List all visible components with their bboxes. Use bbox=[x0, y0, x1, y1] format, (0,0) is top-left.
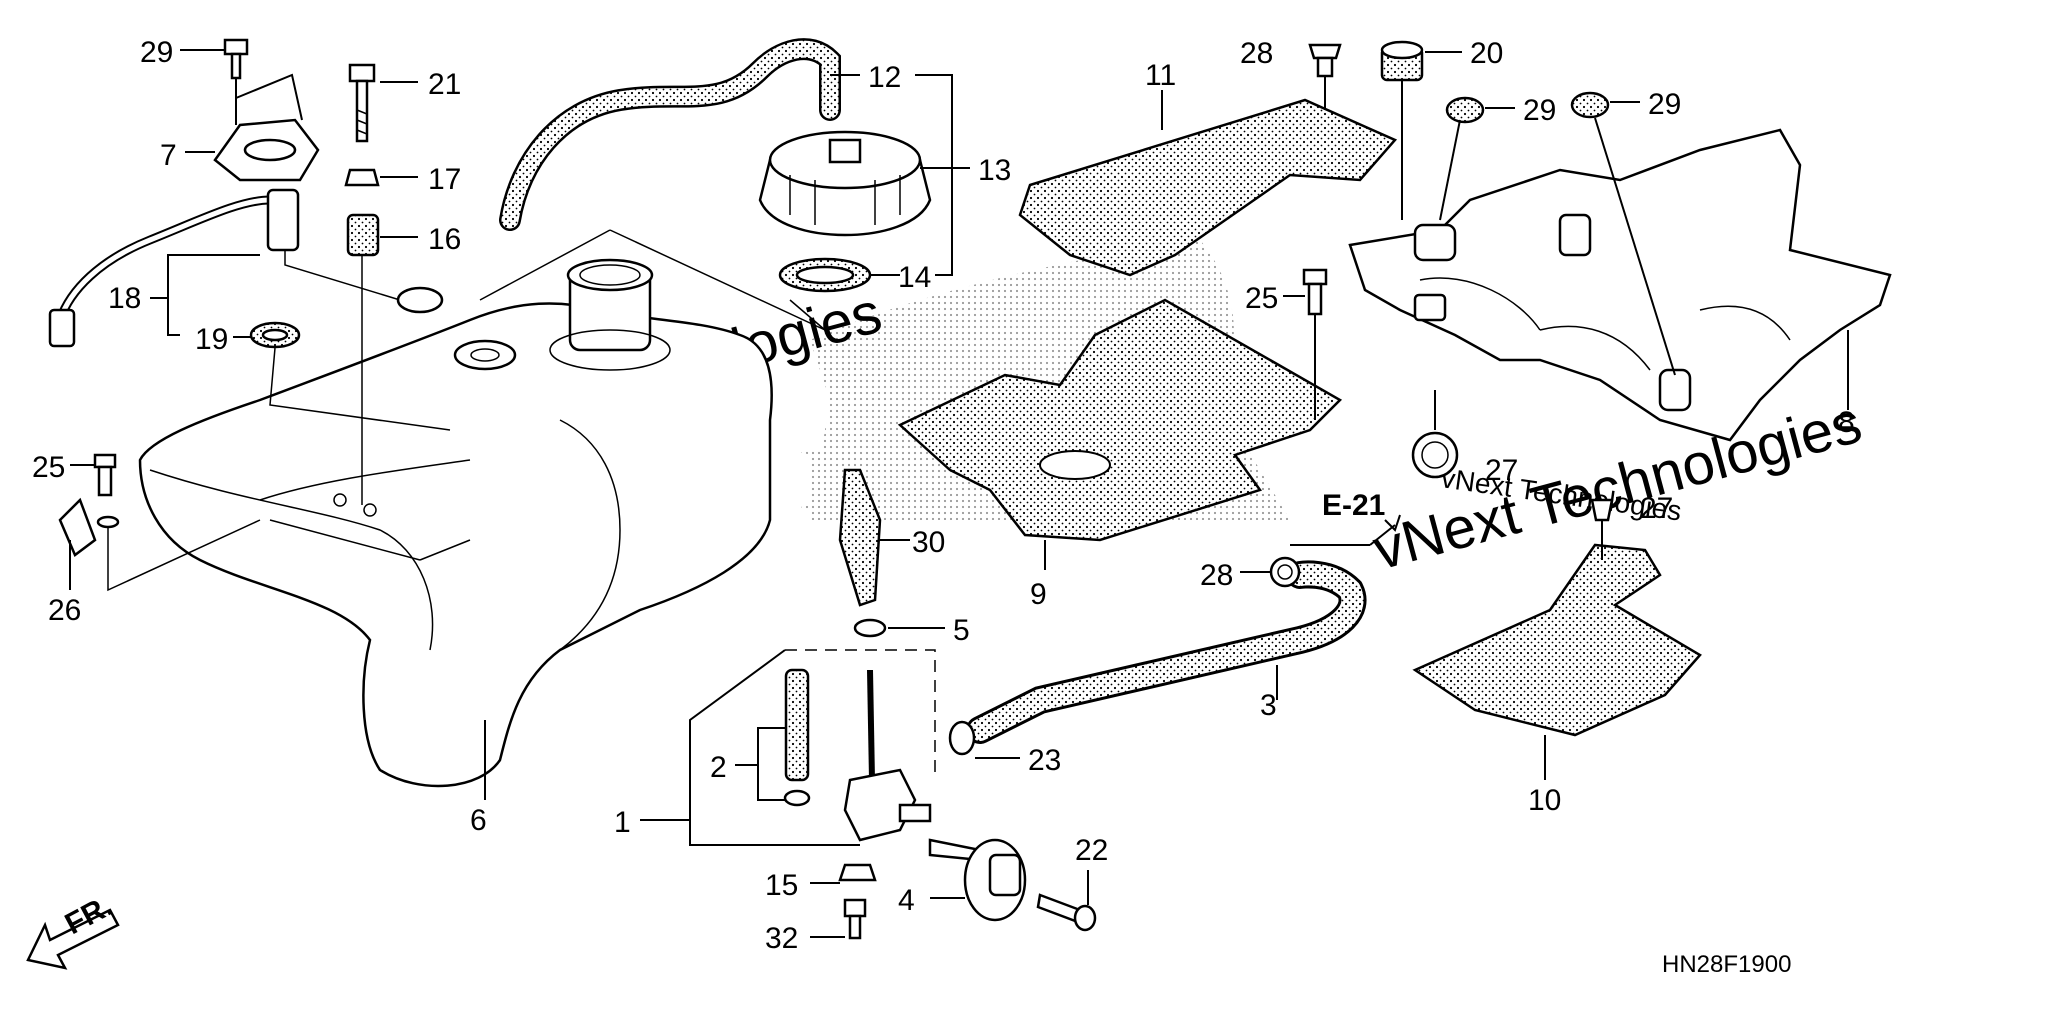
callout-8: 8 bbox=[1838, 406, 1855, 439]
callout-28: 28 bbox=[1200, 559, 1233, 592]
grommet-20 bbox=[1380, 40, 1424, 82]
callout-32: 32 bbox=[765, 922, 798, 955]
fuel-valve bbox=[843, 669, 932, 842]
clamp-27 bbox=[1411, 431, 1459, 479]
floor-panel bbox=[1348, 128, 1892, 442]
mat-10 bbox=[1412, 543, 1702, 737]
mat-11 bbox=[1018, 98, 1398, 277]
callout-22: 22 bbox=[1075, 834, 1108, 867]
callout-30: 30 bbox=[912, 526, 945, 559]
bolt-24-left bbox=[93, 453, 117, 497]
callout-10: 10 bbox=[1528, 784, 1561, 817]
push-clip-26 bbox=[1308, 43, 1342, 78]
callout-25a: 26 bbox=[48, 594, 81, 627]
callout-17: 17 bbox=[428, 163, 461, 196]
callout-24b: 25 bbox=[1245, 282, 1278, 315]
callout-19: 19 bbox=[195, 323, 228, 356]
washer-15 bbox=[838, 863, 877, 882]
fuel-pump-assembly bbox=[48, 188, 444, 348]
callout-12: 12 bbox=[868, 61, 901, 94]
callout-14: 14 bbox=[898, 261, 931, 294]
callout-5: 5 bbox=[953, 614, 970, 647]
cap-gasket bbox=[778, 257, 872, 293]
callout-23: 23 bbox=[1028, 744, 1061, 777]
callout-1: 1 bbox=[614, 806, 631, 839]
bolt-24-right bbox=[1302, 268, 1328, 316]
pump-plate bbox=[213, 118, 320, 182]
clip-25-left bbox=[58, 497, 97, 557]
callout-20: 20 bbox=[1470, 37, 1503, 70]
callout-3: 3 bbox=[1260, 689, 1277, 722]
callout-6: 6 bbox=[470, 804, 487, 837]
clip-23 bbox=[948, 720, 976, 756]
clip-30 bbox=[838, 468, 882, 607]
breather-hose bbox=[499, 38, 841, 231]
callout-4: 4 bbox=[898, 884, 915, 917]
plug-29-left bbox=[1445, 96, 1485, 124]
reference-label: E-21 bbox=[1322, 489, 1385, 522]
washer-17 bbox=[344, 168, 380, 187]
fuel-tank bbox=[138, 258, 773, 788]
mat-9 bbox=[897, 298, 1343, 542]
diagram-code: HN28F1900 bbox=[1662, 951, 1791, 978]
callout-16: 16 bbox=[428, 223, 461, 256]
valve-knob bbox=[928, 838, 1027, 922]
callout-7: 7 bbox=[160, 139, 177, 172]
callout-9: 9 bbox=[1030, 578, 1047, 611]
bolt-32 bbox=[843, 898, 867, 940]
fuel-cap bbox=[758, 130, 932, 237]
fuel-hose bbox=[966, 560, 1367, 744]
callout-24a: 25 bbox=[32, 451, 65, 484]
clip-28 bbox=[1269, 556, 1301, 588]
callout-25b: 27 bbox=[1640, 492, 1673, 525]
callout-21: 21 bbox=[428, 68, 461, 101]
callout-15: 15 bbox=[765, 869, 798, 902]
front-arrow-icon bbox=[26, 908, 120, 970]
callout-26: 28 bbox=[1240, 37, 1273, 70]
washer-5 bbox=[853, 618, 887, 638]
leader-lines bbox=[69, 49, 1849, 938]
gasket-19 bbox=[249, 321, 301, 349]
plug-29-right bbox=[1570, 91, 1610, 119]
clip-25-right bbox=[1590, 498, 1614, 522]
fuel-strainer bbox=[783, 668, 811, 807]
grommet-16 bbox=[346, 213, 380, 257]
bolt-21 bbox=[348, 63, 376, 143]
bolt-31 bbox=[223, 38, 249, 80]
callout-11: 11 bbox=[1145, 59, 1176, 92]
callout-31: 29 bbox=[140, 36, 173, 69]
callout-13: 13 bbox=[978, 154, 1011, 187]
callout-2: 2 bbox=[710, 751, 727, 784]
callout-29b: 29 bbox=[1648, 88, 1681, 121]
callout-29a: 29 bbox=[1523, 94, 1556, 127]
callout-27: 27 bbox=[1485, 454, 1518, 487]
screw-22 bbox=[1036, 893, 1097, 932]
callout-18: 18 bbox=[108, 282, 141, 315]
callout-labels: 29 7 21 17 16 18 19 12 13 14 11 28 20 29… bbox=[32, 36, 1855, 955]
